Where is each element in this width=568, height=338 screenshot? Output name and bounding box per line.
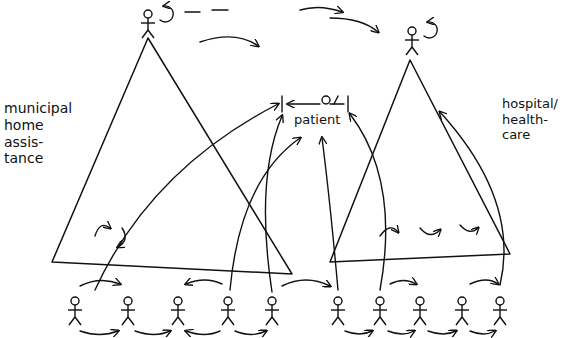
region-title: hospital/ health- care	[502, 96, 562, 143]
triangle-region: municipal home assis- tance	[0, 30, 300, 280]
flow-arrows	[80, 6, 504, 335]
stick-figures	[68, 10, 507, 325]
triangle-outline	[318, 48, 568, 263]
patient-label: patient	[293, 112, 341, 128]
patient-figure	[282, 96, 348, 112]
triangle-outline	[0, 30, 300, 280]
triangle-region: hospital/ health- care	[318, 48, 568, 263]
region-title: municipal home assis- tance	[4, 100, 78, 167]
